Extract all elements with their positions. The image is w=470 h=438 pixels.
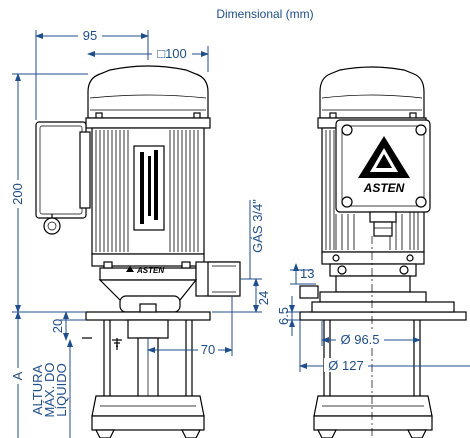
front-view: ASTEN <box>299 66 467 438</box>
svg-text:□100: □100 <box>157 46 187 61</box>
svg-text:Ø 96.5: Ø 96.5 <box>340 332 379 347</box>
mounting-plate <box>299 311 467 321</box>
svg-text:20: 20 <box>50 319 65 333</box>
svg-text:ASTEN: ASTEN <box>136 266 164 275</box>
dim-100: □100 <box>87 46 209 72</box>
name-plate-text <box>140 150 158 224</box>
liquid-label-line1: ALTURA <box>30 365 45 416</box>
svg-text:A: A <box>10 371 25 380</box>
liquid-label-line3: LÍQUIDO <box>54 363 69 416</box>
svg-text:24: 24 <box>256 291 271 305</box>
liquid-label-line2: MÁX. DO <box>42 363 57 418</box>
bolt-head <box>193 112 201 119</box>
terminal-box <box>35 121 87 219</box>
brand-logo-side: ASTEN <box>126 266 164 275</box>
dim-96_5: Ø 96.5 <box>321 320 421 347</box>
svg-text:Ø 127: Ø 127 <box>328 358 363 373</box>
dim-6_5: 6.5 <box>276 285 319 336</box>
svg-text:GÁS 3/4": GÁS 3/4" <box>250 199 265 253</box>
dim-gas: GÁS 3/4" <box>240 199 265 280</box>
dim-70: 70 <box>147 296 233 357</box>
mounting-plate <box>85 311 211 321</box>
dim-liquid-height: ALTURA MÁX. DO LÍQUIDO <box>30 339 73 438</box>
svg-text:ASTEN: ASTEN <box>363 181 405 195</box>
svg-text:70: 70 <box>201 342 215 357</box>
brand-logo-front: ASTEN <box>358 136 410 195</box>
cable-gland <box>43 217 61 235</box>
svg-text:95: 95 <box>83 28 97 43</box>
liquid-level-marker <box>82 337 122 350</box>
side-view: ASTEN <box>35 65 241 438</box>
svg-text:6.5: 6.5 <box>276 307 291 325</box>
cooling-fins <box>95 130 199 252</box>
dim-20: 20 <box>50 311 86 341</box>
dim-A: A <box>10 311 26 438</box>
dim-13: 13 <box>290 263 316 285</box>
dim-127: Ø 127 <box>299 320 470 373</box>
svg-text:200: 200 <box>10 183 25 205</box>
drawing-title: Dimensional (mm) <box>216 7 313 21</box>
dim-24: 24 <box>212 278 271 313</box>
svg-text:13: 13 <box>300 266 314 281</box>
dim-200: 200 <box>10 73 88 313</box>
bolt-head <box>95 112 103 119</box>
